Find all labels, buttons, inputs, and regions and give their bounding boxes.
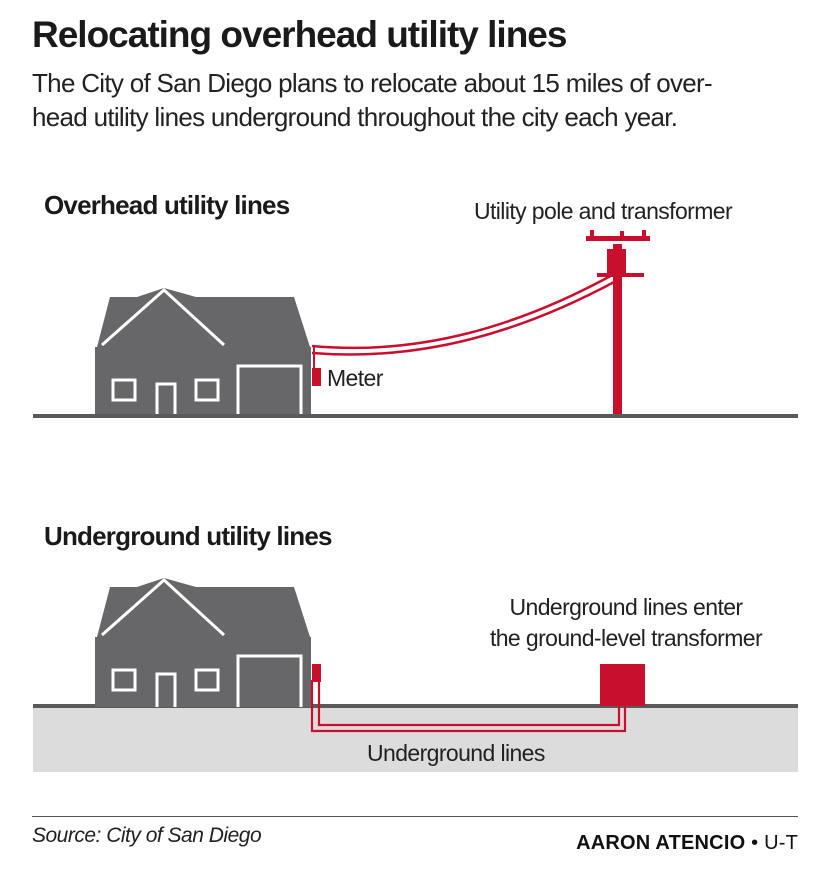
page-subtitle: The City of San Diego plans to relocate … [32,66,812,134]
transformer-label-line: the ground-level transformer [489,625,763,651]
overhead-ground-line [33,414,798,418]
pole-lower-crossarm [597,273,644,277]
underground-lines-label: Underground lines [367,740,545,766]
subtitle-line: The City of San Diego plans to relocate … [32,68,713,98]
overhead-service-line-lower [311,279,617,356]
ground-level-transformer [600,664,645,706]
underground-line-outer [310,680,627,733]
utility-pole-label: Utility pole and transformer [474,198,733,224]
byline: AARON ATENCIO • U-T [576,832,798,855]
byline-separator: • [751,832,759,854]
author-name: AARON ATENCIO [576,832,746,854]
underground-ground-line [33,704,798,708]
subtitle-line: head utility lines underground throughou… [32,102,678,132]
overhead-service-line-upper [311,271,617,350]
house-window-right [194,378,220,402]
pole-insulator [620,231,624,237]
outlet-name: U-T [764,832,798,854]
overhead-meter [312,368,321,386]
house-roof [97,288,310,347]
utility-pole [586,230,650,417]
underground-soil [33,707,798,772]
source-credit: Source: City of San Diego [32,824,262,847]
transformer-label-line: Underground lines enter [509,594,744,620]
house-garage [236,654,303,707]
house-window-left [111,668,137,692]
house-garage [236,364,303,417]
page-title: Relocating overhead utility lines [32,14,567,55]
roof-gable-lines [101,577,226,637]
pole-insulator [642,230,646,237]
pole-crossarm [586,236,650,241]
footer-divider [32,816,798,817]
house-window-left [111,378,137,402]
underground-house [95,577,311,707]
house-body [95,637,311,707]
house-window-right [194,668,220,692]
house-body [95,347,311,417]
overhead-section-title: Overhead utility lines [44,190,290,220]
house-door [155,382,177,417]
overhead-house [95,287,311,417]
meter-label: Meter [327,365,383,391]
pole-shaft [613,244,622,417]
pole-transformer [607,249,626,274]
roof-gable-lines [101,287,226,347]
house-door [155,672,177,707]
underground-meter [312,664,321,682]
underground-line-inner [317,680,621,727]
pole-insulator [590,230,594,237]
house-roof [97,578,310,637]
transformer-label: Underground lines enter the ground-level… [454,592,798,654]
underground-section-title: Underground utility lines [44,521,332,551]
